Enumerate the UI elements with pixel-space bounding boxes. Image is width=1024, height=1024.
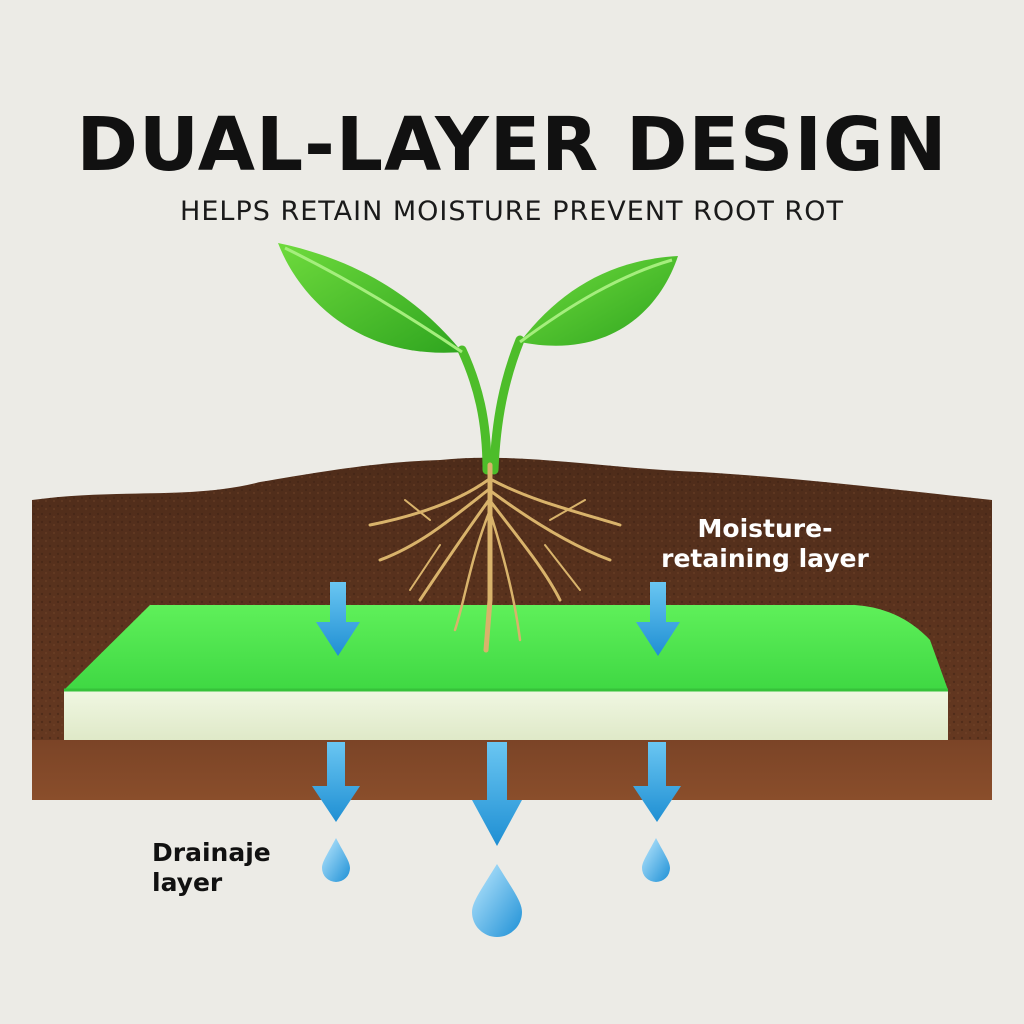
mat-layers	[64, 605, 948, 740]
root-icon	[368, 462, 622, 653]
plant-sprout-icon	[278, 243, 678, 475]
moisture-layer-label-line1: Moisture-	[697, 514, 833, 543]
drainage-layer-label-line2: layer	[152, 868, 223, 897]
drainage-layer	[64, 690, 948, 740]
arrow-down-icon	[316, 582, 680, 656]
moisture-layer	[64, 605, 948, 690]
drainage-layer-label: Drainaje layer	[152, 838, 332, 898]
page-subtitle: HELPS RETAIN MOISTURE PREVENT ROOT ROT	[180, 196, 844, 227]
water-drop-icon	[322, 838, 670, 937]
drainage-layer-label-line1: Drainaje	[152, 838, 271, 867]
moisture-layer-label-line2: retaining layer	[661, 544, 869, 573]
moisture-layer-label: Moisture- retaining layer	[640, 514, 890, 574]
arrow-down-icon	[312, 742, 681, 846]
page-title: DUAL-LAYER DESIGN	[76, 102, 948, 188]
